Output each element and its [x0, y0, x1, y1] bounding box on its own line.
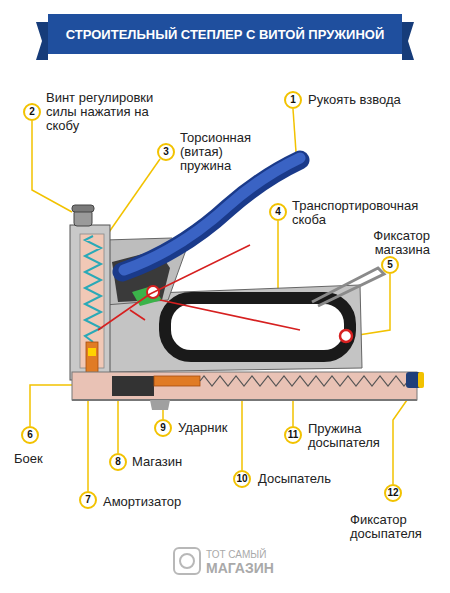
callout-number: 10: [235, 472, 249, 486]
callout-number: 8: [111, 455, 125, 469]
part-name: Винт регулировки силы нажатия на скобу: [46, 91, 158, 133]
mechanism-lines: [98, 245, 300, 330]
leader-line: [32, 121, 72, 212]
part-name: Магазин: [132, 455, 222, 469]
staples: [112, 376, 154, 396]
ribbon-end: [36, 22, 48, 60]
part-name: Боек: [14, 452, 54, 466]
title-text: СТРОИТЕЛЬНЫЙ СТЕПЛЕР С ВИТОЙ ПРУЖИНОЙ: [66, 27, 385, 42]
title-area: СТРОИТЕЛЬНЫЙ СТЕПЛЕР С ВИТОЙ ПРУЖИНОЙ: [48, 14, 402, 54]
callout-circle: 6Боек: [21, 426, 39, 444]
leader-line: [393, 390, 414, 484]
transport-bracket: [312, 268, 384, 306]
part-name: Амортизатор: [103, 495, 213, 509]
watermark-text: ТОТ САМЫЙ: [206, 549, 266, 560]
title-banner: [48, 14, 402, 54]
pusher: [154, 376, 200, 386]
logo-frame: [174, 548, 200, 574]
callout-number: 7: [81, 493, 95, 507]
part-name: Торсионная (витая) пружина: [180, 131, 262, 173]
leader-line: [117, 398, 119, 453]
magazine: [72, 372, 417, 400]
callout-number: 3: [159, 145, 173, 159]
pusher-spring: [200, 376, 408, 386]
watermark-text: МАГАЗИН: [206, 560, 274, 576]
callout-circle: 12Фиксатор досыпателя: [384, 484, 402, 502]
callout-circle: 9Ударник: [154, 419, 172, 437]
ribbon-end: [402, 22, 414, 60]
callout-number: 1: [286, 93, 300, 107]
logo-mark: [180, 554, 194, 568]
leader-lines: [30, 109, 414, 491]
callout-circle: 3Торсионная (витая) пружина: [157, 143, 175, 161]
part-name: Ударник: [178, 421, 268, 435]
part-name: Транспортировочная скоба: [292, 199, 437, 227]
callout-circle: 5Фиксатор магазина: [381, 256, 399, 274]
base-plate: [72, 399, 417, 401]
part-name: Пружина досыпателя: [308, 422, 398, 450]
callout-number: 4: [271, 205, 285, 219]
leader-line: [293, 109, 296, 152]
callout-circle: 11Пружина досыпателя: [284, 426, 302, 444]
callout-circle: 8Магазин: [109, 453, 127, 471]
part-name: Фиксатор магазина: [350, 229, 430, 257]
callout-number: 2: [25, 105, 39, 119]
callout-number: 12: [386, 486, 400, 500]
screw-head: [72, 205, 94, 212]
callout-circle: 2Винт регулировки силы нажатия на скобу: [23, 103, 41, 121]
front-column: [70, 225, 110, 380]
callout-number: 5: [383, 258, 397, 272]
callout-number: 6: [23, 428, 37, 442]
callout-number: 11: [286, 428, 300, 442]
callout-circle: 1Рукоять взвода: [284, 91, 302, 109]
callout-circle: 7Амортизатор: [79, 491, 97, 509]
coil-spring: [85, 236, 101, 342]
part-name: Фиксатор досыпателя: [350, 513, 440, 541]
leader-line: [30, 385, 72, 426]
callout-circle: 4Транспортировочная скоба: [269, 203, 287, 221]
shock-absorber: [88, 348, 96, 356]
pusher-lock-tip: [418, 372, 424, 388]
foot: [150, 400, 170, 410]
part-name: Рукоять взвода: [308, 93, 438, 107]
magazine-latch: [340, 330, 352, 342]
callout-number: 9: [156, 421, 170, 435]
part-name: Досыпатель: [258, 472, 368, 486]
callout-circle: 10Досыпатель: [233, 470, 251, 488]
handle-highlight: [124, 158, 300, 270]
